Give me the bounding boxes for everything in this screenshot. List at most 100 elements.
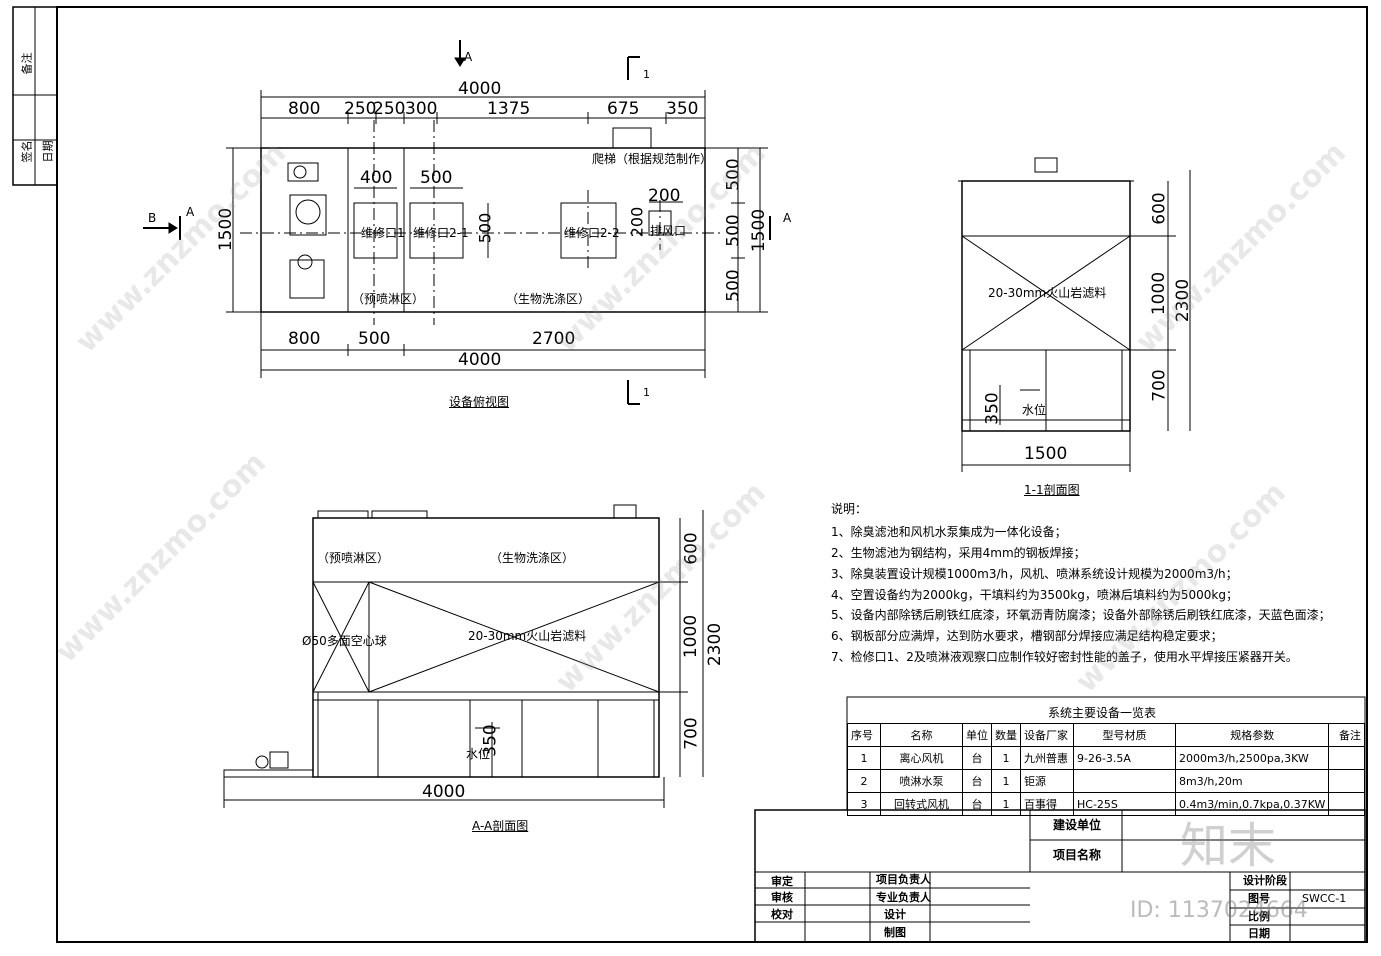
strip-date: 日期 <box>41 140 55 163</box>
tb-design: 设计 <box>884 908 906 921</box>
section11-title: 1-1剖面图 <box>1024 483 1080 497</box>
table-row: 3 回转式风机 台 1 百事得 HC-25S 0.4m3/min,0.7kpa,… <box>847 792 1365 816</box>
note-1: 1、除臭滤池和风机水泵集成为一体化设备； <box>831 525 1067 539</box>
aa-dim-2300: 2300 <box>705 622 726 667</box>
cell-name: 回转式风机 <box>880 792 963 816</box>
th-model: 型号材质 <box>1073 723 1176 747</box>
aa-dim-4000: 4000 <box>422 782 466 802</box>
dim-right-500b: 500 <box>723 214 744 247</box>
dim-port1-400: 400 <box>360 168 393 188</box>
section11-dim-water: 350 <box>982 392 1003 425</box>
strip-sign: 签名 <box>20 140 34 163</box>
tb-review: 审核 <box>771 891 793 904</box>
aa-pre-zone: （预喷淋区） <box>317 551 390 565</box>
tb-project: 项目名称 <box>1053 848 1102 862</box>
dim-1375: 1375 <box>487 99 531 119</box>
dim-port-height-500: 500 <box>475 212 495 244</box>
top-view <box>143 40 771 405</box>
cell-model: HC-25S <box>1073 792 1176 816</box>
notes-heading: 说明： <box>831 502 868 516</box>
pre-zone-label: （预喷淋区） <box>352 292 425 306</box>
cell-name: 喷淋水泵 <box>880 769 963 793</box>
tb-stage: 设计阶段 <box>1243 874 1287 887</box>
marker-a-top: A <box>464 50 473 64</box>
tb-drawing-no: SWCC-1 <box>1302 892 1347 905</box>
cell-maker: 九州普惠 <box>1020 746 1074 770</box>
aa-bio-zone: （生物洗涤区） <box>490 551 575 565</box>
cell-unit: 台 <box>962 769 992 793</box>
tb-check: 校对 <box>771 908 793 921</box>
tb-project-lead: 项目负责人 <box>876 873 931 886</box>
aa-dim-1000: 1000 <box>681 614 702 659</box>
port21-label: 维修口2-1 <box>413 226 469 240</box>
marker-1-top: 1 <box>643 68 650 81</box>
cell-no: 1 <box>847 746 881 770</box>
note-5: 5、设备内部除锈后刷铁红底漆，环氧沥青防腐漆；设备外部除锈后刷铁红底漆，天蓝色面… <box>831 608 1331 622</box>
cell-qty: 1 <box>991 792 1021 816</box>
aa-water: 水位 <box>466 747 491 761</box>
cell-remark <box>1328 746 1365 770</box>
table-header-row: 序号 名称 单位 数量 设备厂家 型号材质 规格参数 备注 <box>847 723 1365 747</box>
bio-zone-label: （生物洗涤区） <box>506 292 591 306</box>
aa-dim-water: 350 <box>480 724 501 757</box>
dim-port2-500: 500 <box>420 168 453 188</box>
th-name: 名称 <box>880 723 963 747</box>
cell-unit: 台 <box>962 746 992 770</box>
dim-right-500c: 500 <box>723 269 744 302</box>
dim-bottom-2700: 2700 <box>532 329 576 349</box>
section-a-a <box>223 504 704 808</box>
cell-maker: 百事得 <box>1020 792 1074 816</box>
tb-date-label: 日期 <box>1248 927 1270 940</box>
cell-spec: 0.4m3/min,0.7kpa,0.37KW <box>1174 792 1330 816</box>
port22-label: 维修口2-2 <box>564 226 620 240</box>
tb-drafting: 制图 <box>884 926 906 939</box>
dim-outlet-200-v: 200 <box>627 206 647 238</box>
cell-qty: 1 <box>991 746 1021 770</box>
marker-a-right: A <box>783 211 792 225</box>
dim-800: 800 <box>288 99 321 119</box>
section-1-1 <box>958 157 1191 472</box>
outlet-label: 排风口 <box>650 224 687 238</box>
note-6: 6、钢板部分应满焊，达到防水要求，槽钢部分焊接应满足结构稳定要求； <box>831 629 1223 643</box>
dim-250b: 250 <box>373 99 406 119</box>
equipment-table-title: 系统主要设备一览表 <box>1048 706 1157 720</box>
marker-1-bottom: 1 <box>643 386 650 399</box>
cell-qty: 1 <box>991 769 1021 793</box>
cell-remark <box>1328 792 1365 816</box>
cell-no: 2 <box>847 769 881 793</box>
dim-350: 350 <box>666 99 699 119</box>
note-4: 4、空置设备约为2000kg，干填料约为3500kg，喷淋后填料约为5000kg… <box>831 588 1238 602</box>
cell-remark <box>1328 769 1365 793</box>
th-unit: 单位 <box>962 723 992 747</box>
dim-bottom-500: 500 <box>358 329 391 349</box>
cell-spec: 8m3/h,20m <box>1174 769 1330 793</box>
dim-250a: 250 <box>344 99 377 119</box>
drawing-frame <box>56 6 1368 943</box>
note-2: 2、生物滤池为钢结构，采用4mm的钢板焊接； <box>831 546 1086 560</box>
note-3: 3、除臭装置设计规模1000m3/h，风机、喷淋系统设计规模为2000m3/h； <box>831 567 1238 581</box>
cell-unit: 台 <box>962 792 992 816</box>
table-row: 1 离心风机 台 1 九州普惠 9-26-3.5A 2000m3/h,2500p… <box>847 746 1365 770</box>
dim-675: 675 <box>607 99 640 119</box>
section11-water: 水位 <box>1022 403 1047 417</box>
aa-ball: Ø50多面空心球 <box>302 634 387 648</box>
dim-outlet-200: 200 <box>648 186 681 206</box>
section11-dim-700: 700 <box>1149 369 1170 402</box>
tb-scale-label: 比例 <box>1248 910 1270 923</box>
cell-model <box>1073 769 1176 793</box>
marker-a-left: A <box>186 205 195 219</box>
dim-right-1500: 1500 <box>749 208 770 253</box>
cell-name: 离心风机 <box>880 746 963 770</box>
dim-bottom-800: 800 <box>288 329 321 349</box>
cell-model: 9-26-3.5A <box>1073 746 1176 770</box>
ladder-label: 爬梯（根据规范制作） <box>592 152 713 166</box>
marker-b: B <box>148 211 157 225</box>
top-view-title: 设备俯视图 <box>449 395 510 409</box>
aa-media: 20-30mm火山岩滤料 <box>468 629 587 643</box>
section11-media: 20-30mm火山岩滤料 <box>988 286 1107 300</box>
port1-label: 维修口1 <box>361 226 405 240</box>
title-block <box>754 809 1366 943</box>
table-row: 2 喷淋水泵 台 1 钜源 8m3/h,20m <box>847 769 1365 793</box>
watermark-id: ID: 1137024664 <box>1130 898 1308 923</box>
section11-dim-600: 600 <box>1149 192 1170 225</box>
